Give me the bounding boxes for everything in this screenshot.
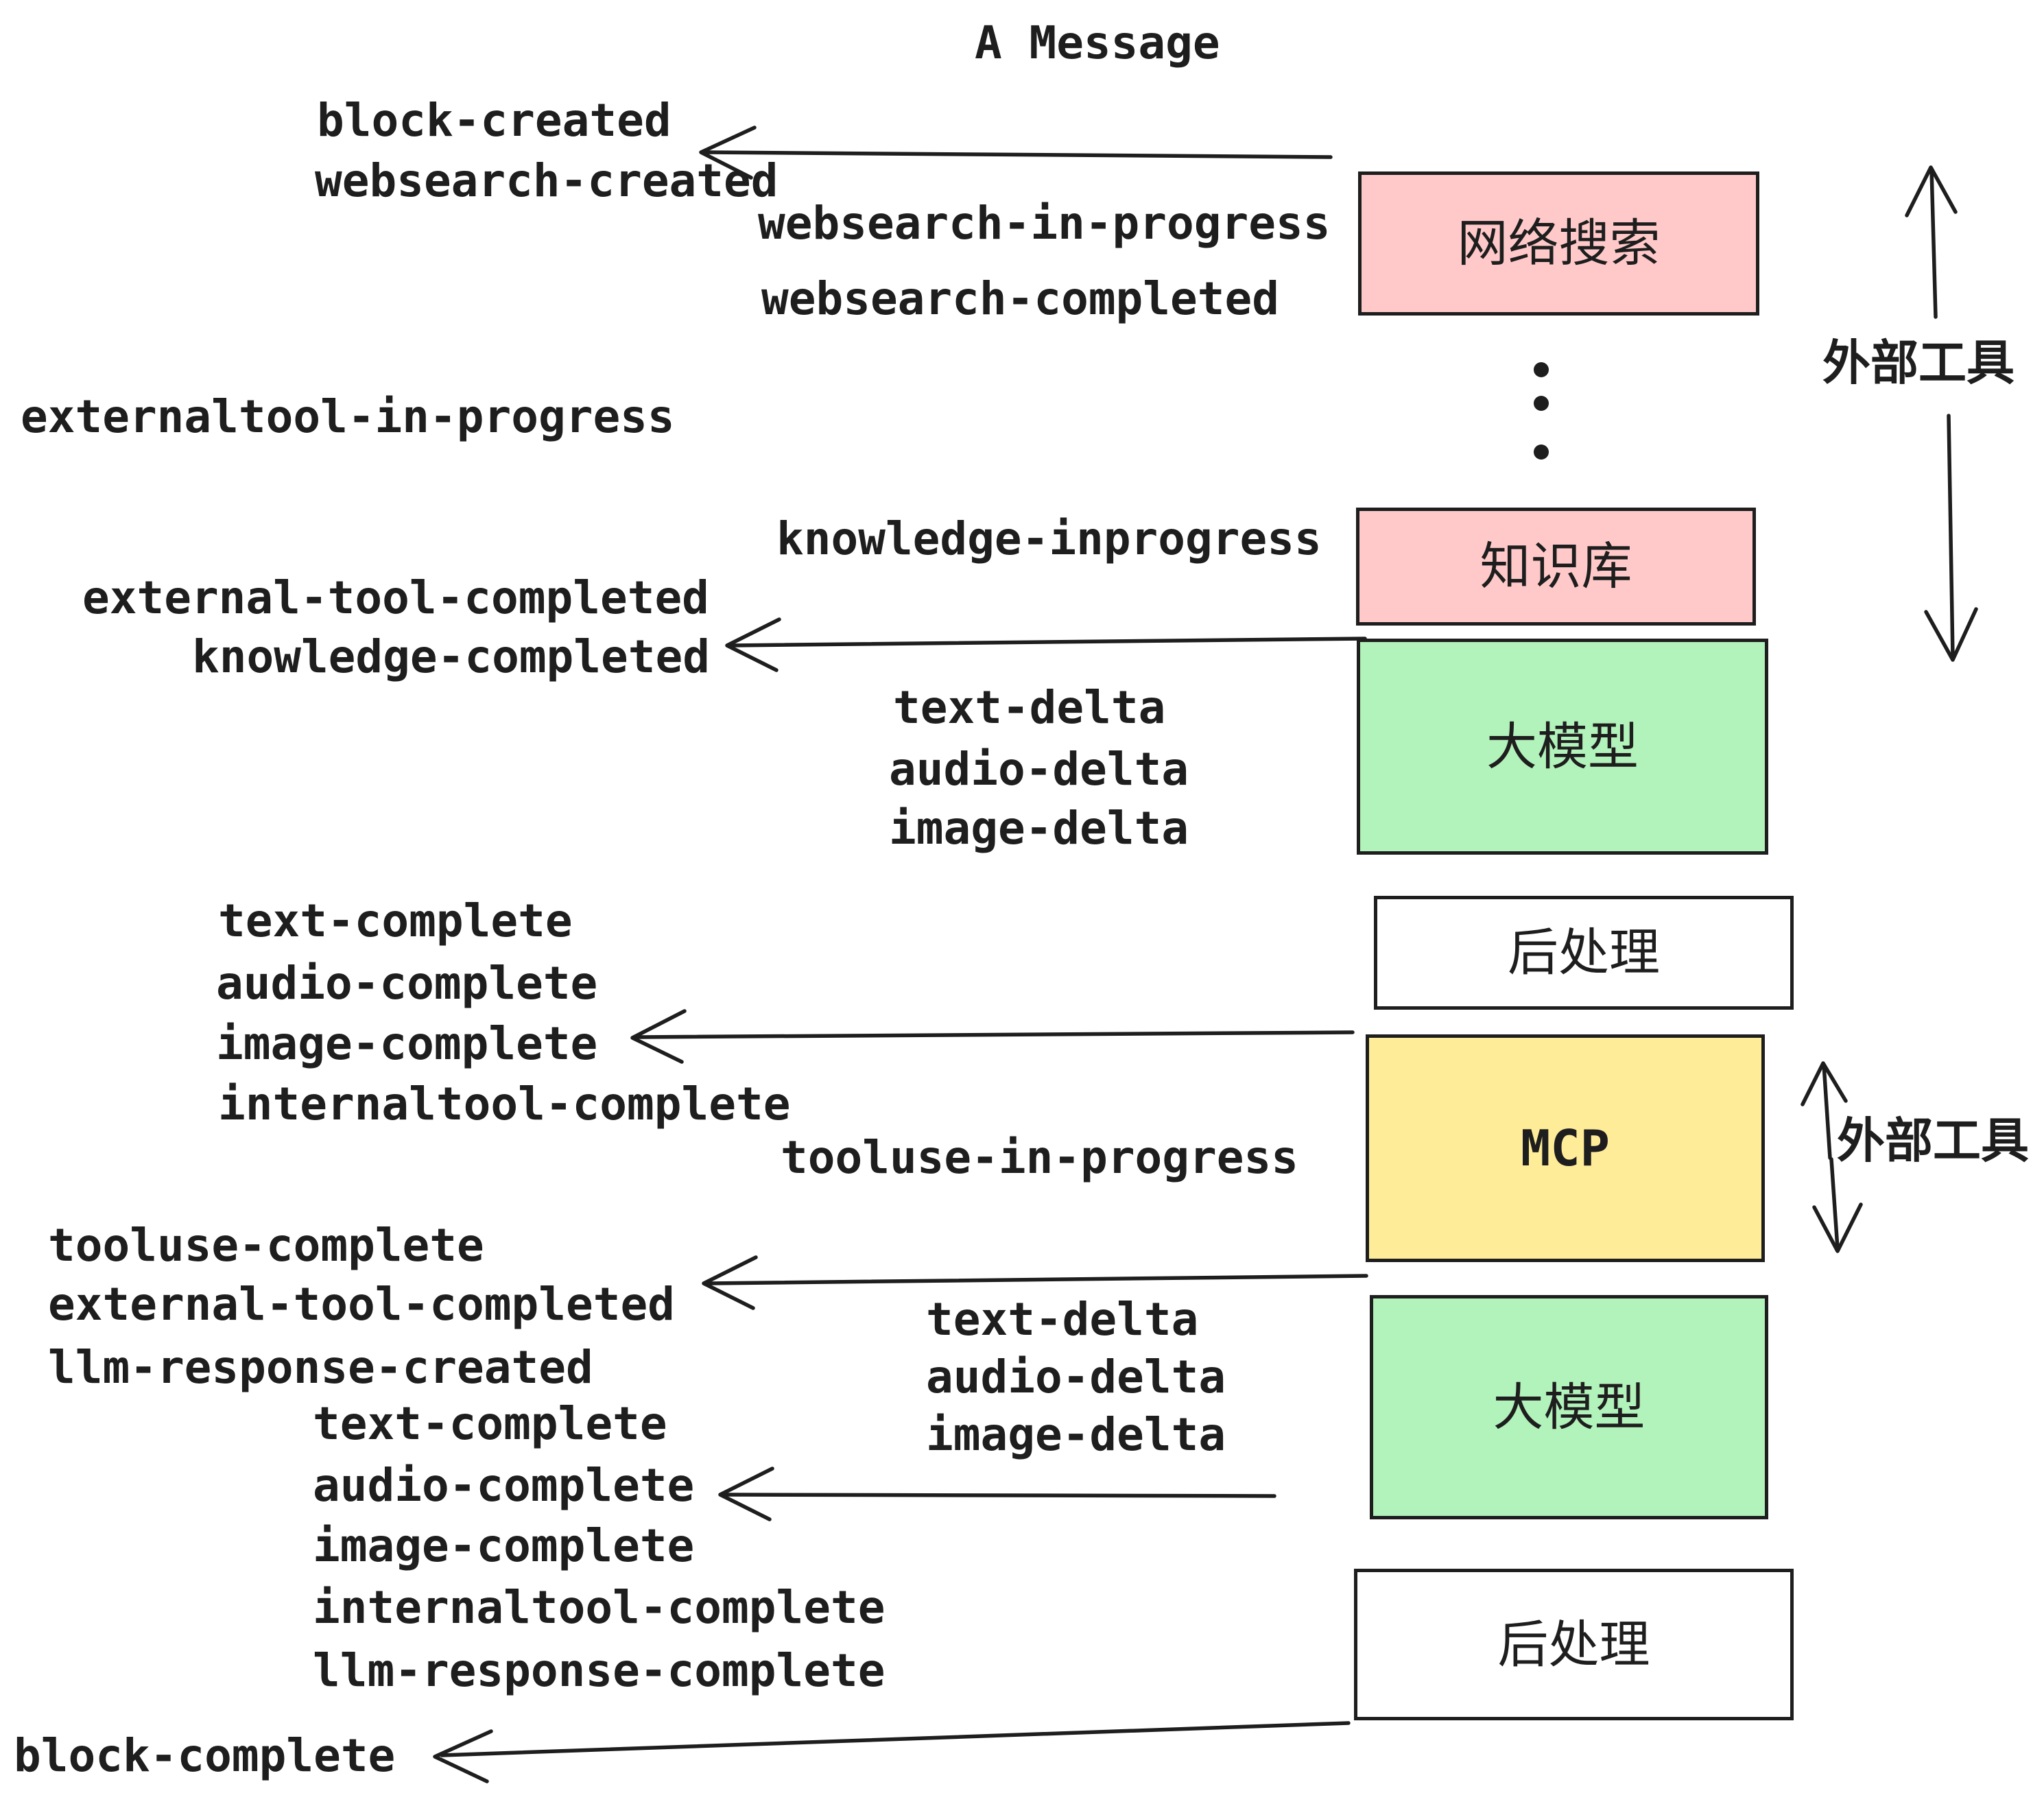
event-label-websearch-completed: websearch-completed xyxy=(761,272,1279,325)
side-label-external-tools-1: 外部工具 xyxy=(1822,336,2015,390)
vertical-ellipsis-dot-2 xyxy=(1534,396,1549,411)
box-websearch-label: 网络搜索 xyxy=(1457,215,1661,272)
box-postprocess-2: 后处理 xyxy=(1354,1569,1794,1720)
double-arrow-external-tools-1 xyxy=(1905,165,1978,662)
box-llm-2-label: 大模型 xyxy=(1493,1378,1645,1436)
event-label-block-created: block-created xyxy=(317,94,672,147)
event-label-text-delta-1: text-delta xyxy=(893,681,1166,734)
vertical-ellipsis-dot-1 xyxy=(1534,362,1549,377)
arrow-llm2-to-complete xyxy=(718,1467,1276,1521)
arrow-postprocess1-to-complete xyxy=(630,1009,1355,1064)
event-label-text-complete-2: text-complete xyxy=(313,1397,667,1450)
event-label-tooluse-complete: tooluse-complete xyxy=(48,1219,484,1272)
box-websearch: 网络搜索 xyxy=(1358,171,1759,316)
box-llm-1: 大模型 xyxy=(1357,639,1768,855)
event-label-externaltool-in-progress: externaltool-in-progress xyxy=(21,390,675,443)
event-label-image-delta-1: image-delta xyxy=(889,802,1189,855)
arrow-knowledge-to-completed xyxy=(725,617,1367,672)
event-label-audio-delta-2: audio-delta xyxy=(926,1351,1226,1403)
event-label-block-complete: block-complete xyxy=(14,1729,396,1782)
box-knowledge-label: 知识库 xyxy=(1479,538,1632,595)
event-label-image-delta-2: image-delta xyxy=(926,1408,1226,1461)
box-postprocess-1-label: 后处理 xyxy=(1508,924,1660,981)
event-label-external-tool-completed-2: external-tool-completed xyxy=(48,1278,675,1331)
event-label-audio-complete-2: audio-complete xyxy=(313,1459,695,1512)
box-mcp-label: MCP xyxy=(1520,1119,1611,1177)
page-title: A Message xyxy=(975,16,1220,69)
event-label-text-delta-2: text-delta xyxy=(926,1293,1199,1346)
event-label-image-complete-2: image-complete xyxy=(313,1519,695,1572)
box-knowledge: 知识库 xyxy=(1356,508,1756,626)
event-label-websearch-in-progress: websearch-in-progress xyxy=(758,197,1331,250)
event-label-llm-response-complete: llm-response-complete xyxy=(313,1644,886,1697)
event-label-external-tool-completed-1: external-tool-completed xyxy=(82,571,709,624)
box-llm-2: 大模型 xyxy=(1370,1295,1768,1519)
event-label-internaltool-complete-1: internaltool-complete xyxy=(218,1078,791,1130)
vertical-ellipsis-dot-3 xyxy=(1534,444,1549,460)
box-llm-1-label: 大模型 xyxy=(1486,717,1639,775)
box-postprocess-2-label: 后处理 xyxy=(1497,1615,1650,1673)
box-mcp: MCP xyxy=(1366,1034,1765,1262)
event-label-tooluse-in-progress: tooluse-in-progress xyxy=(781,1131,1298,1184)
arrow-postprocess2-to-block-complete xyxy=(433,1721,1351,1783)
event-label-image-complete-1: image-complete xyxy=(216,1017,598,1070)
event-label-audio-complete-1: audio-complete xyxy=(216,957,598,1010)
arrow-websearch-to-created xyxy=(699,126,1333,180)
event-label-knowledge-inprogress: knowledge-inprogress xyxy=(776,512,1322,565)
event-label-websearch-created: websearch-created xyxy=(315,154,779,207)
event-label-llm-response-created: llm-response-created xyxy=(48,1341,593,1394)
side-label-external-tools-2: 外部工具 xyxy=(1837,1114,2029,1167)
box-postprocess-1: 后处理 xyxy=(1374,896,1794,1010)
event-label-text-complete-1: text-complete xyxy=(218,894,573,947)
event-label-knowledge-completed: knowledge-completed xyxy=(192,630,710,683)
event-label-internaltool-complete-2: internaltool-complete xyxy=(313,1581,886,1634)
event-label-audio-delta-1: audio-delta xyxy=(889,743,1189,796)
